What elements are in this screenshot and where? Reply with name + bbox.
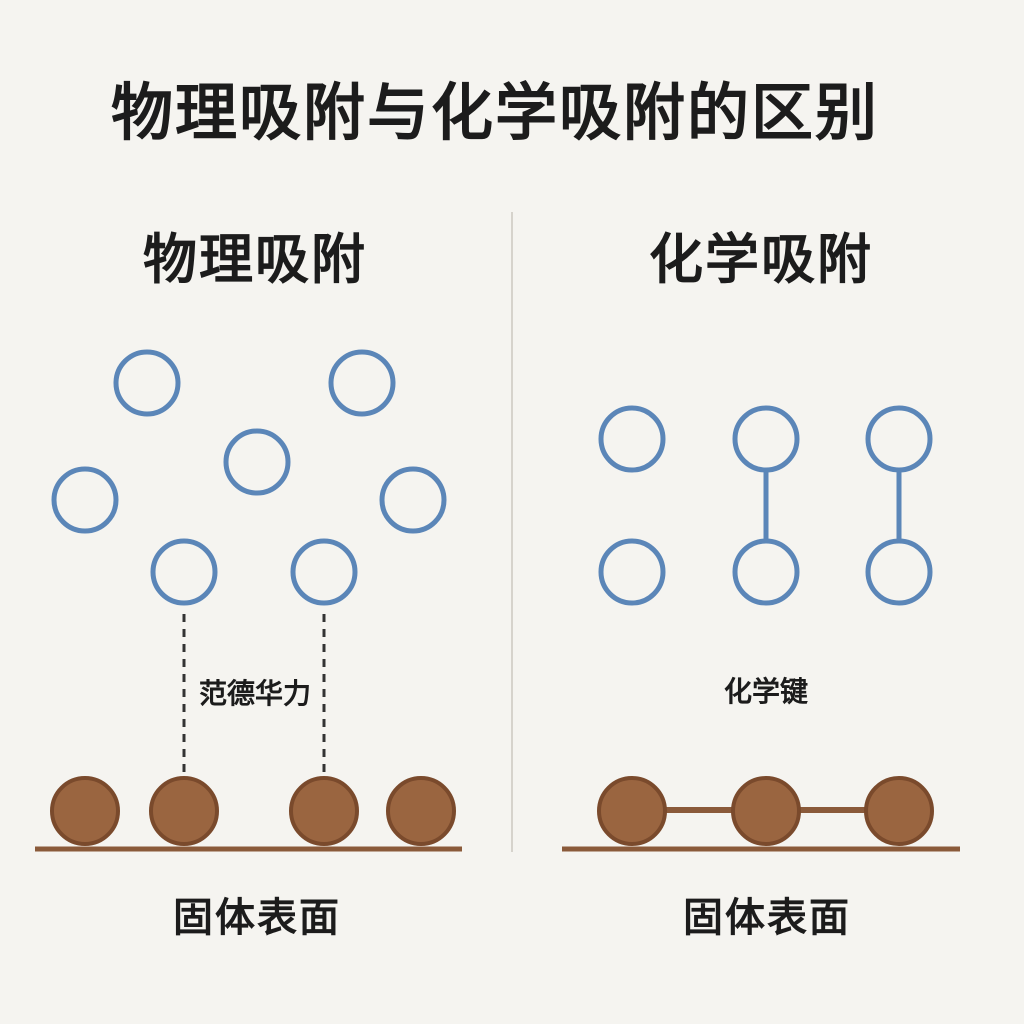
- chemical-molecules: [598, 405, 933, 606]
- adsorbed-molecule: [150, 538, 218, 606]
- physical-surface-label: 固体表面: [173, 895, 341, 941]
- chemical-adsorption-heading: 化学吸附: [649, 228, 873, 291]
- van-der-waals-dashed-lines: [182, 614, 326, 778]
- main-title: 物理吸附与化学吸附的区别: [110, 76, 879, 149]
- molecule-atom: [865, 538, 933, 606]
- physical-surface-atoms: [50, 776, 456, 846]
- surface-atom: [386, 776, 456, 846]
- surface-atom: [149, 776, 219, 846]
- surface-atom: [50, 776, 120, 846]
- gas-molecule: [51, 466, 119, 534]
- gas-molecule: [223, 428, 291, 496]
- gas-molecule: [379, 466, 447, 534]
- chemical-surface-label: 固体表面: [683, 895, 851, 941]
- molecule-atom: [865, 405, 933, 473]
- physical-adsorption-heading: 物理吸附: [143, 228, 367, 291]
- chemical-surface-atoms: [597, 776, 934, 846]
- adsorbed-molecule: [290, 538, 358, 606]
- gas-molecule: [328, 349, 396, 417]
- chemical-bond-label: 化学键: [723, 675, 808, 708]
- molecule-atom: [732, 538, 800, 606]
- surface-atom: [864, 776, 934, 846]
- molecule-atom: [598, 538, 666, 606]
- surface-atom: [731, 776, 801, 846]
- van-der-waals-label: 范德华力: [198, 677, 311, 710]
- gas-molecule: [113, 349, 181, 417]
- surface-atom: [289, 776, 359, 846]
- molecule-atom: [598, 405, 666, 473]
- surface-atom: [597, 776, 667, 846]
- molecule-atom: [732, 405, 800, 473]
- physical-gas-molecules: [51, 349, 447, 606]
- chemical-bonds-vertical: [763, 470, 902, 541]
